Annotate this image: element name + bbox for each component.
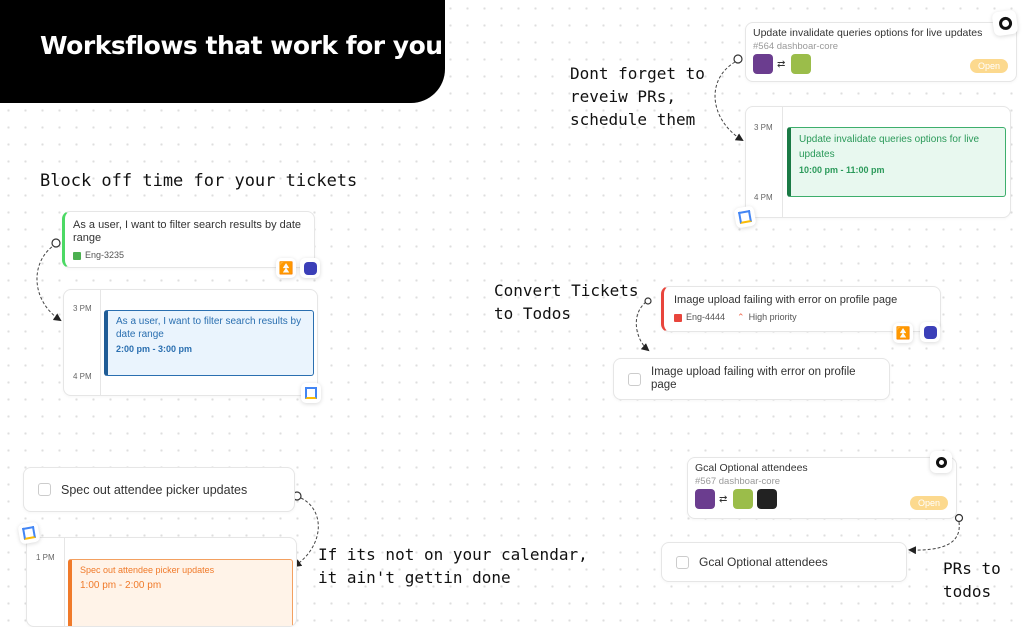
time-label: 4 PM <box>754 193 773 202</box>
annotation-convert: Convert Tickets to Todos <box>494 281 639 323</box>
event-title: Spec out attendee picker updates <box>80 565 215 575</box>
priority-label: High priority <box>748 312 797 322</box>
calendar-card: 1 PM Spec out attendee picker updates 1:… <box>26 537 297 627</box>
annotation-prs-todos: PRs to todos <box>943 559 1001 601</box>
linear-icon <box>920 322 940 342</box>
ticket-id: Eng-4444 <box>686 312 726 322</box>
annotation-calendar: If its not on your calendar, it ain't ge… <box>318 545 588 587</box>
event-time: 2:00 pm - 3:00 pm <box>116 344 193 354</box>
calendar-event[interactable]: As a user, I want to filter search resul… <box>104 310 314 376</box>
google-calendar-icon <box>17 521 41 545</box>
calendar-event[interactable]: Spec out attendee picker updates 1:00 pm… <box>68 559 293 626</box>
time-label: 1 PM <box>36 553 55 562</box>
swap-icon: ⇄ <box>719 493 728 505</box>
header-banner: Worksflows that work for you <box>0 0 445 103</box>
pr-card[interactable]: Gcal Optional attendees #567 dashboar-co… <box>687 457 957 519</box>
annotation-block-off: Block off time for your tickets <box>40 171 358 191</box>
todo-checkbox[interactable] <box>676 555 689 569</box>
avatar <box>733 489 754 509</box>
todo-item[interactable]: Spec out attendee picker updates <box>23 467 295 512</box>
connector-ticket-to-todo <box>635 301 650 352</box>
status-badge: Open <box>909 496 948 510</box>
avatar <box>791 54 812 74</box>
todo-label: Gcal Optional attendees <box>699 555 828 569</box>
github-icon <box>930 451 952 473</box>
event-time: 1:00 pm - 2:00 pm <box>80 580 162 591</box>
pr-title: Gcal Optional attendees <box>695 462 808 474</box>
todo-label: Spec out attendee picker updates <box>61 482 248 497</box>
todo-label: Image upload failing with error on profi… <box>651 366 856 391</box>
avatar <box>695 489 715 509</box>
google-calendar-icon <box>733 205 757 229</box>
calendar-card: 3 PM 4 PM As a user, I want to filter se… <box>63 289 318 396</box>
pr-title: Update invalidate queries options for li… <box>753 27 983 39</box>
ticket-title: Image upload failing with error on profi… <box>674 294 898 306</box>
linear-icon <box>300 258 320 278</box>
connector-pr-to-todo <box>908 521 960 555</box>
jira-icon: ⏫ <box>893 323 913 343</box>
story-icon <box>73 251 81 260</box>
todo-checkbox[interactable] <box>628 372 641 386</box>
calendar-card: 3 PM 4 PM Update invalidate queries opti… <box>745 106 1011 218</box>
github-icon <box>991 9 1019 37</box>
event-title: As a user, I want to filter search resul… <box>116 316 302 340</box>
pr-repo: #567 dashboar-core <box>695 476 781 487</box>
todo-checkbox[interactable] <box>38 483 51 496</box>
connector-arrows <box>36 54 964 568</box>
google-calendar-icon <box>301 383 321 403</box>
ticket-card[interactable]: As a user, I want to filter search resul… <box>62 211 315 268</box>
connector-ticket-to-cal <box>36 243 62 322</box>
connector-todo-to-cal <box>293 497 319 568</box>
bug-icon <box>674 313 682 322</box>
annotation-review-prs: Dont forget to reveiw PRs, schedule them <box>570 64 705 129</box>
avatar <box>757 489 778 509</box>
event-title: Update invalidate queries options for li… <box>799 134 980 160</box>
ticket-id: Eng-3235 <box>85 250 125 260</box>
pr-repo: #564 dashboar-core <box>753 41 839 52</box>
connector-pr-to-cal <box>714 61 744 142</box>
ticket-title: As a user, I want to filter search resul… <box>73 219 302 244</box>
event-time: 10:00 pm - 11:00 pm <box>799 165 885 175</box>
jira-icon: ⏫ <box>276 258 296 278</box>
priority-icon: ⌃ <box>737 312 745 322</box>
time-label: 4 PM <box>73 372 92 381</box>
status-badge: Open <box>969 59 1008 73</box>
ticket-card[interactable]: Image upload failing with error on profi… <box>661 286 941 332</box>
avatar <box>753 54 773 74</box>
todo-item[interactable]: Image upload failing with error on profi… <box>613 358 890 400</box>
page-title: Worksflows that work for you <box>40 31 443 60</box>
time-label: 3 PM <box>73 304 92 313</box>
time-label: 3 PM <box>754 123 773 132</box>
calendar-event[interactable]: Update invalidate queries options for li… <box>787 127 1006 197</box>
swap-icon: ⇄ <box>777 58 786 70</box>
pr-card[interactable]: Update invalidate queries options for li… <box>745 22 1017 82</box>
todo-item[interactable]: Gcal Optional attendees <box>661 542 907 582</box>
